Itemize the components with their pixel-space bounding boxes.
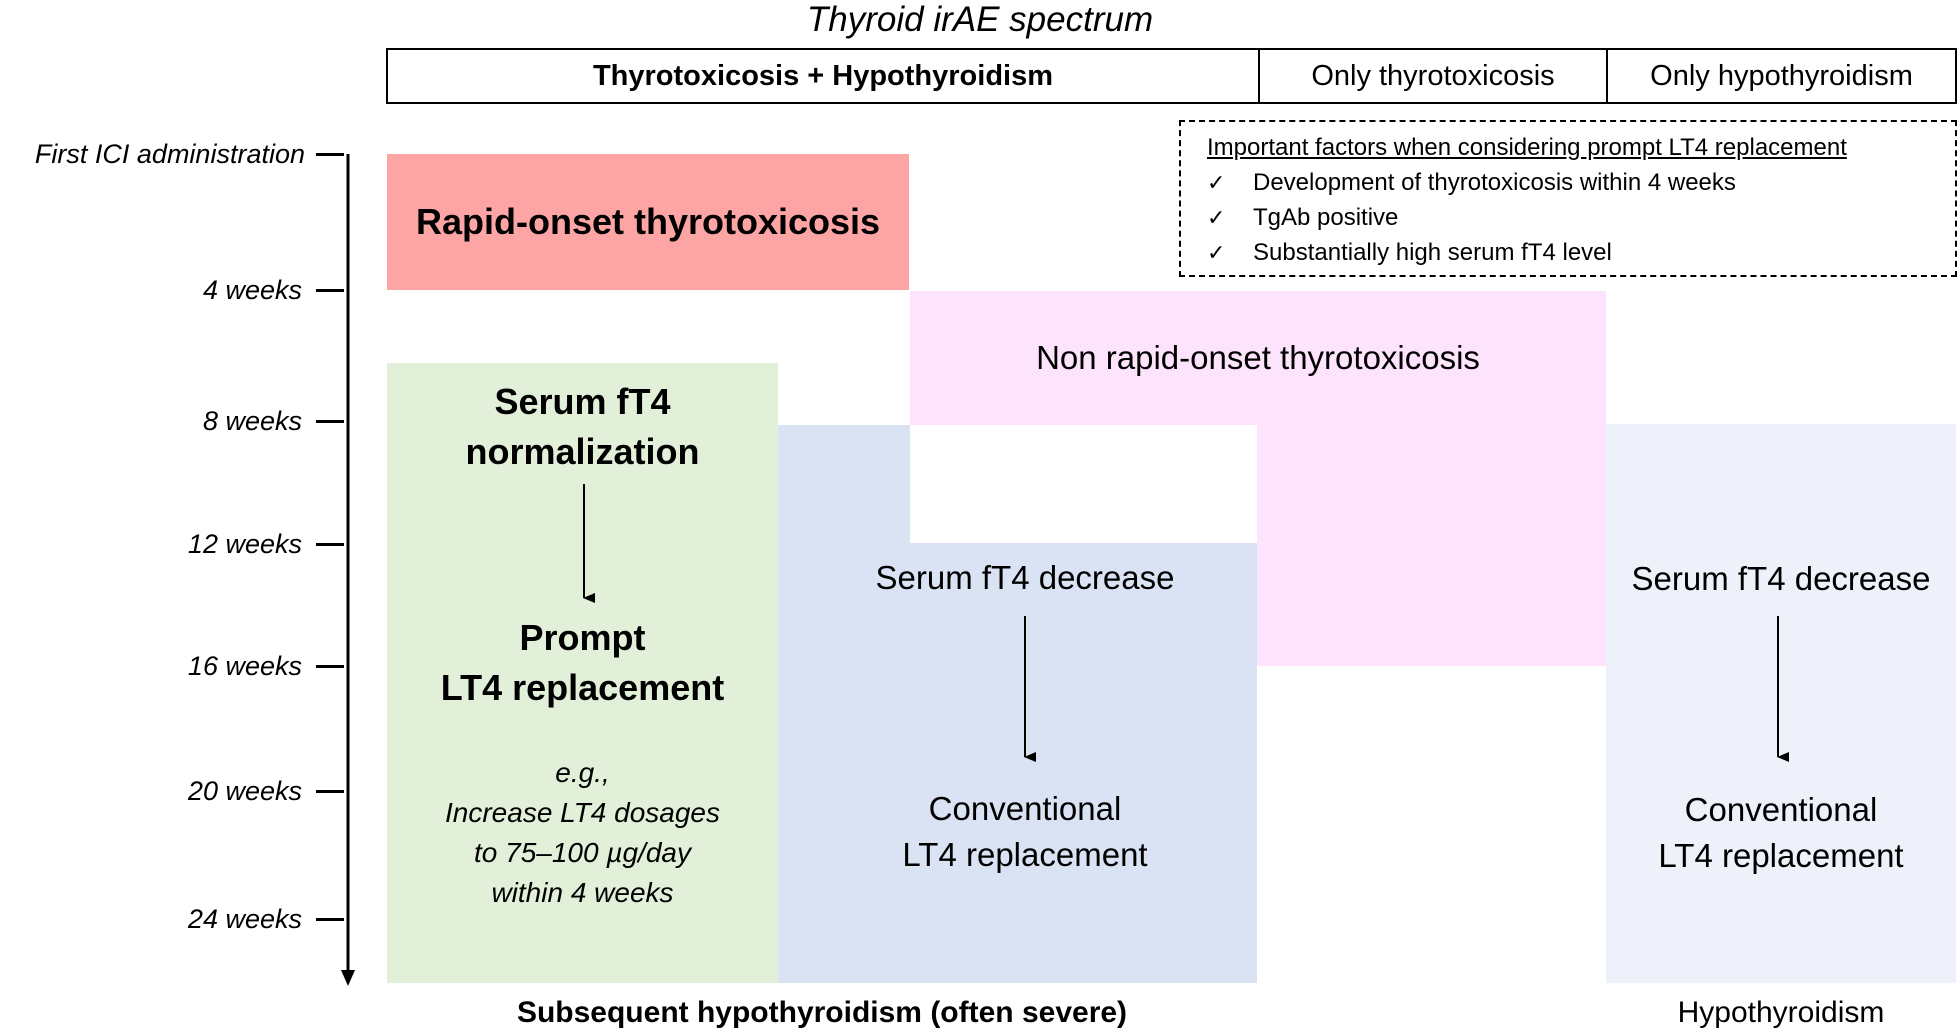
tick-12-weeks <box>316 543 344 546</box>
factor-item: ✓ Development of thyrotoxicosis within 4… <box>1207 165 1955 200</box>
footer-right: Hypothyroidism <box>1677 996 1885 1029</box>
tick-label-4-weeks: 4 weeks <box>202 275 302 305</box>
decrease-right-label: Serum fT4 decrease <box>1631 560 1931 597</box>
conventional-right-line1: Conventional <box>1684 791 1878 828</box>
factor-text: TgAb positive <box>1253 204 1399 231</box>
important-factors-heading: Important factors when considering promp… <box>1207 134 1847 161</box>
rapid-onset-block <box>387 154 909 290</box>
important-factors-box: Important factors when considering promp… <box>1179 120 1957 277</box>
conventional-right-line2: LT4 replacement <box>1658 837 1904 874</box>
tick-label-first-ici: First ICI administration <box>34 139 305 169</box>
factor-text: Substantially high serum fT4 level <box>1253 239 1612 266</box>
example-line2: Increase LT4 dosages <box>445 797 720 828</box>
tick-24-weeks <box>316 918 344 921</box>
tick-label-8-weeks: 8 weeks <box>202 406 302 436</box>
non-rapid-onset-block-top <box>910 291 1606 425</box>
tick-4-weeks <box>316 289 344 292</box>
example-line1: e.g., <box>555 757 610 788</box>
normalization-line1: Serum fT4 <box>494 381 671 422</box>
check-icon: ✓ <box>1207 240 1226 265</box>
prompt-line2: LT4 replacement <box>440 667 725 708</box>
example-line4: within 4 weeks <box>491 877 674 908</box>
timeline-arrowhead <box>341 970 355 986</box>
conventional-mid-line1: Conventional <box>928 790 1122 827</box>
conventional-mid-block-main <box>908 543 1257 983</box>
tick-first-ici <box>316 153 344 156</box>
rapid-onset-label: Rapid-onset thyrotoxicosis <box>415 201 881 242</box>
decrease-mid-label: Serum fT4 decrease <box>875 559 1175 596</box>
tick-20-weeks <box>316 790 344 793</box>
example-line3: to 75–100 µg/day <box>474 837 691 868</box>
normalization-block <box>387 363 778 983</box>
diagram-title: Thyroid irAE spectrum <box>806 0 1154 39</box>
non-rapid-onset-label: Non rapid-onset thyrotoxicosis <box>1036 339 1480 376</box>
check-icon: ✓ <box>1207 205 1226 230</box>
factor-item: ✓ Substantially high serum fT4 level <box>1207 235 1955 270</box>
check-icon: ✓ <box>1207 170 1226 195</box>
conventional-mid-block-left <box>778 425 910 983</box>
normalization-line2: normalization <box>465 431 700 472</box>
header-combined: Thyrotoxicosis + Hypothyroidism <box>386 48 1260 104</box>
non-rapid-onset-block-right <box>1257 424 1606 666</box>
prompt-line1: Prompt <box>519 617 646 658</box>
header-only-hypothyroidism: Only hypothyroidism <box>1606 48 1957 104</box>
tick-label-16-weeks: 16 weeks <box>187 651 302 681</box>
tick-label-24-weeks: 24 weeks <box>187 904 302 934</box>
factor-text: Development of thyrotoxicosis within 4 w… <box>1253 169 1736 196</box>
tick-label-12-weeks: 12 weeks <box>187 529 302 559</box>
tick-label-20-weeks: 20 weeks <box>187 776 302 806</box>
tick-16-weeks <box>316 665 344 668</box>
footer-left: Subsequent hypothyroidism (often severe) <box>516 996 1128 1029</box>
conventional-right-block <box>1606 424 1956 983</box>
factor-item: ✓ TgAb positive <box>1207 200 1955 235</box>
conventional-mid-line2: LT4 replacement <box>902 836 1148 873</box>
tick-8-weeks <box>316 420 344 423</box>
